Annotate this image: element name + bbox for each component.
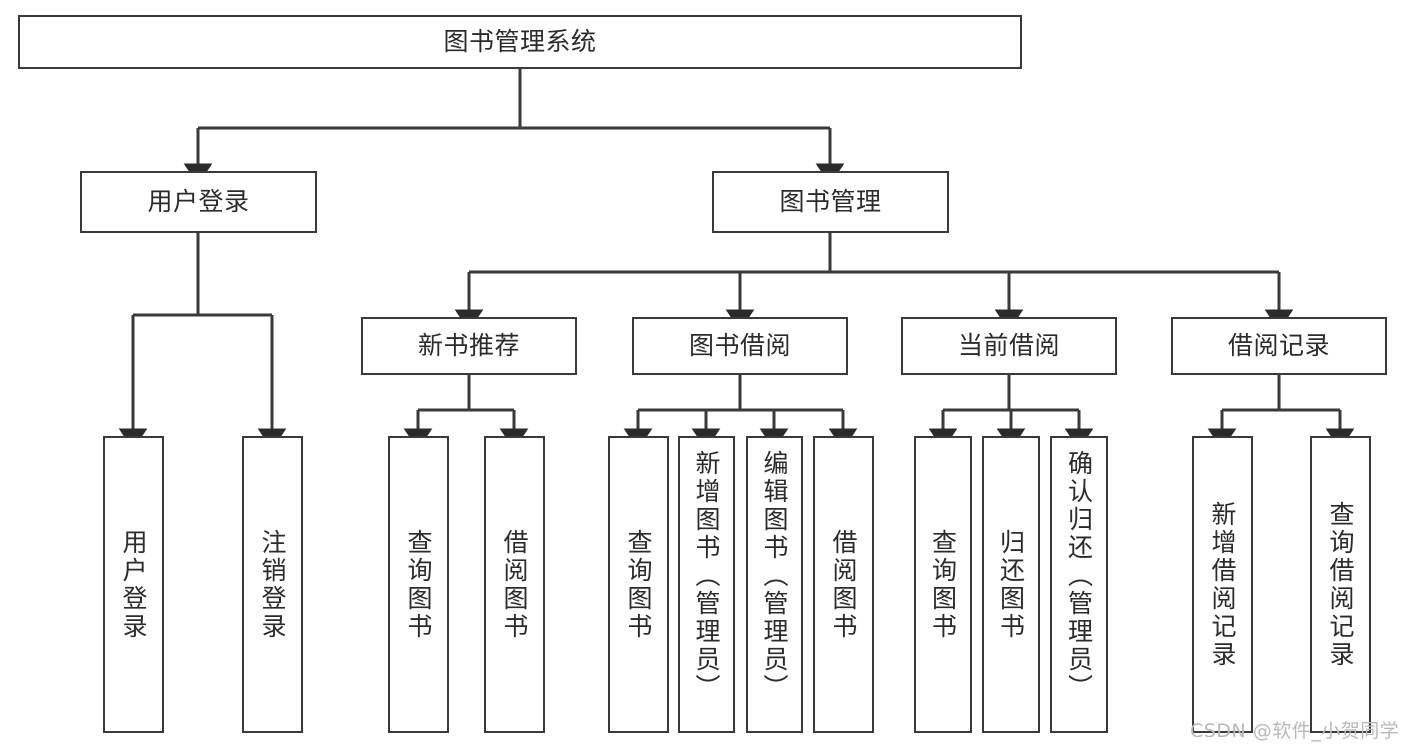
- node-current-borrow[interactable]: 当前借阅: [901, 317, 1117, 375]
- node-leaf-query-book-3[interactable]: 查询图书: [914, 436, 972, 733]
- node-label: 当前借阅: [957, 331, 1060, 360]
- node-label: 图书管理系统: [443, 27, 597, 56]
- node-label: 图书管理: [779, 187, 882, 216]
- node-label: 编辑图书（管理员）: [760, 450, 789, 702]
- node-new-book-recommend[interactable]: 新书推荐: [361, 317, 577, 375]
- node-leaf-logout[interactable]: 注销登录: [242, 436, 303, 733]
- node-label: 新增图书（管理员）: [692, 450, 721, 702]
- node-leaf-edit-book-admin[interactable]: 编辑图书（管理员）: [746, 436, 803, 733]
- node-book-borrow[interactable]: 图书借阅: [632, 317, 848, 375]
- node-leaf-query-borrow-record[interactable]: 查询借阅记录: [1310, 436, 1371, 733]
- node-leaf-add-borrow-record[interactable]: 新增借阅记录: [1192, 436, 1253, 733]
- node-leaf-query-book-2[interactable]: 查询图书: [608, 436, 669, 733]
- edge-paths: [118, 69, 1355, 450]
- watermark-text: CSDN @软件_小贺同学: [1190, 720, 1400, 742]
- node-user-login[interactable]: 用户登录: [80, 171, 317, 233]
- node-leaf-user-login[interactable]: 用户登录: [103, 436, 164, 733]
- node-label: 查询借阅记录: [1326, 500, 1355, 669]
- node-label: 借阅图书: [500, 528, 529, 641]
- node-label: 确认归还（管理员）: [1064, 450, 1094, 702]
- node-label: 查询图书: [928, 528, 958, 641]
- node-root[interactable]: 图书管理系统: [18, 15, 1022, 69]
- node-leaf-confirm-return-admin[interactable]: 确认归还（管理员）: [1050, 436, 1108, 733]
- node-leaf-add-book-admin[interactable]: 新增图书（管理员）: [678, 436, 735, 733]
- node-leaf-return-book[interactable]: 归还图书: [982, 436, 1040, 733]
- node-label: 用户登录: [119, 528, 148, 641]
- node-label: 新书推荐: [417, 331, 520, 360]
- node-label: 新增借阅记录: [1208, 500, 1237, 669]
- node-borrow-record[interactable]: 借阅记录: [1171, 317, 1387, 375]
- node-leaf-borrow-book-1[interactable]: 借阅图书: [484, 436, 545, 733]
- node-label: 用户登录: [147, 187, 250, 216]
- node-label: 注销登录: [258, 528, 287, 641]
- node-leaf-query-book-1[interactable]: 查询图书: [388, 436, 449, 733]
- node-label: 借阅记录: [1227, 331, 1330, 360]
- node-label: 归还图书: [996, 528, 1026, 641]
- node-label: 图书借阅: [688, 331, 791, 360]
- node-book-management[interactable]: 图书管理: [712, 171, 949, 233]
- node-label: 借阅图书: [829, 528, 858, 641]
- node-leaf-borrow-book-2[interactable]: 借阅图书: [813, 436, 874, 733]
- node-label: 查询图书: [404, 528, 433, 641]
- node-label: 查询图书: [624, 528, 653, 641]
